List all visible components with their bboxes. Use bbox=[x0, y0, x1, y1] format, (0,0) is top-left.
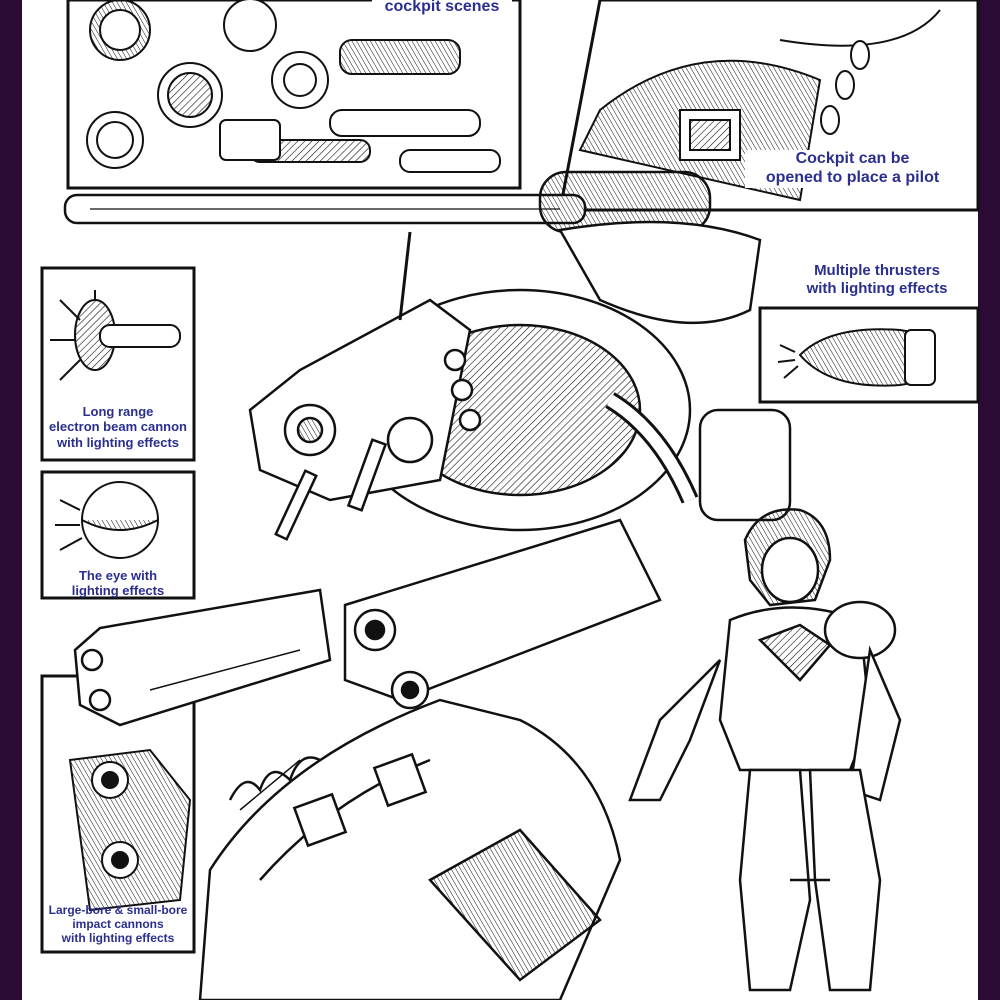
mech-illustration bbox=[63, 170, 792, 1000]
panel-thrusters bbox=[758, 306, 980, 404]
caption-cockpit-open: Cockpit can be opened to place a pilot bbox=[745, 150, 960, 188]
pilot-figure bbox=[628, 508, 902, 992]
artist-signature bbox=[228, 756, 321, 811]
panel-beam-cannon bbox=[40, 266, 196, 462]
caption-beam-cannon: Long range electron beam cannon with lig… bbox=[49, 404, 187, 450]
caption-cockpit-scenes: cockpit scenes bbox=[372, 0, 512, 17]
caption-eye: The eye with lighting effects bbox=[71, 568, 165, 599]
caption-impact-cannons: Large-bore & small-bore impact cannons w… bbox=[48, 903, 188, 946]
panel-eye bbox=[40, 470, 196, 600]
caption-thrusters: Multiple thrusters with lighting effects bbox=[806, 262, 948, 297]
panel-cockpit-interior bbox=[66, 0, 522, 190]
